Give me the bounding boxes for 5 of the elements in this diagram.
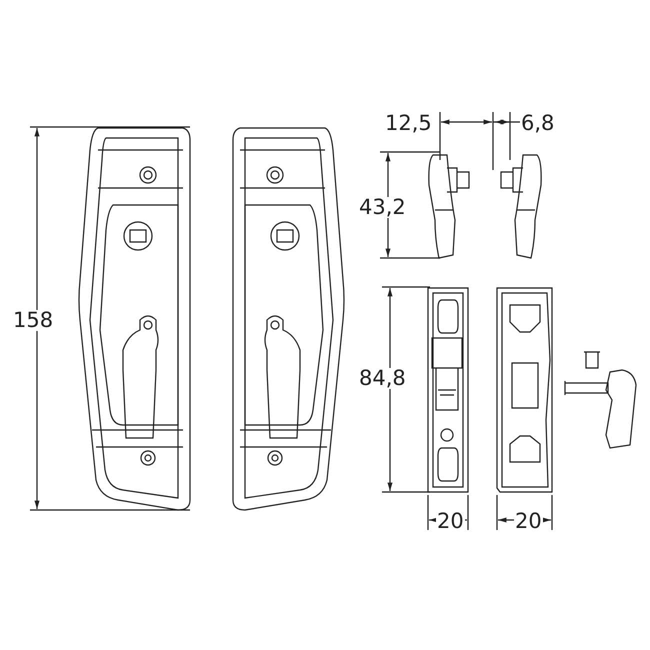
dimension-value: 6,8 (520, 113, 556, 134)
dimension-value: 158 (12, 310, 54, 331)
dimension-value: 12,5 (384, 113, 433, 134)
dimension-value: 84,8 (358, 368, 407, 389)
dimension-value: 43,2 (358, 197, 407, 218)
